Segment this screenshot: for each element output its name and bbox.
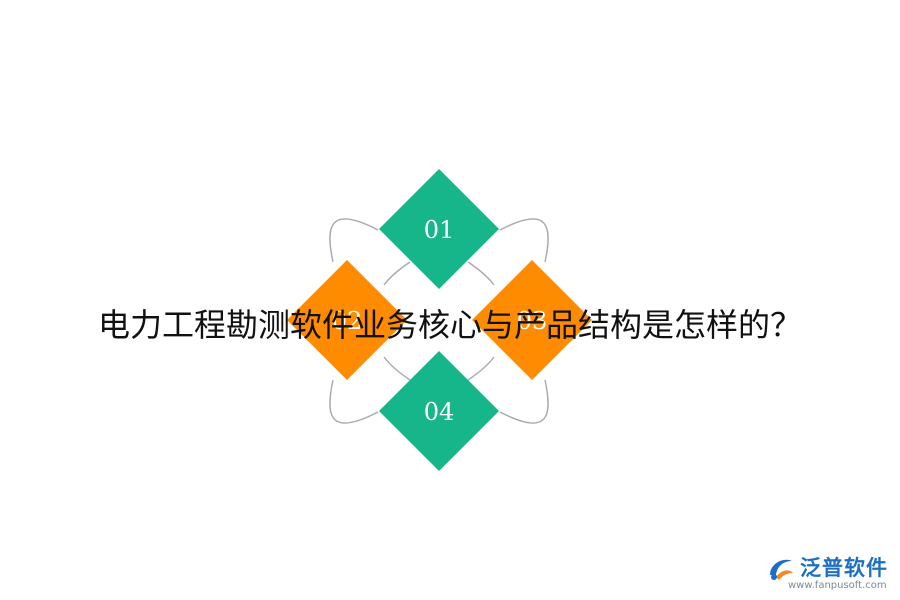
diamond-node-03: 03 (472, 260, 592, 380)
connector-top-right (499, 218, 549, 263)
diamond-label-04: 04 (424, 398, 455, 426)
connector-inner-bottom-right (467, 356, 495, 381)
diamond-label-03: 03 (517, 307, 548, 335)
watermark: 泛普软件 www.fanpusoft.com (762, 550, 892, 591)
connector-right-bottom (499, 379, 549, 424)
diamond-shape-03 (472, 260, 592, 380)
connector-inner-top-right (467, 261, 495, 286)
fanpu-logo-icon (770, 559, 793, 580)
diamond-shape-01 (379, 169, 499, 289)
diamond-shape-04 (379, 351, 499, 471)
page-title: 电力工程勘测软件业务核心与产品结构是怎样的？ (97, 306, 802, 344)
connector-left-top (329, 218, 379, 263)
watermark-url: www.fanpusoft.com (788, 580, 887, 591)
diamond-label-02: 02 (332, 307, 363, 335)
connector-inner-bottom-left (383, 356, 411, 381)
diamond-node-04: 04 (379, 351, 499, 471)
watermark-brand: 泛普软件 (800, 556, 888, 580)
connector-curves (329, 218, 549, 424)
connector-inner-top-left (383, 261, 411, 286)
diamond-node-02: 02 (287, 260, 407, 380)
diamond-shape-02 (287, 260, 407, 380)
diamond-label-01: 01 (424, 216, 455, 244)
connector-left-bottom (329, 379, 379, 424)
diamond-node-01: 01 (379, 169, 499, 289)
